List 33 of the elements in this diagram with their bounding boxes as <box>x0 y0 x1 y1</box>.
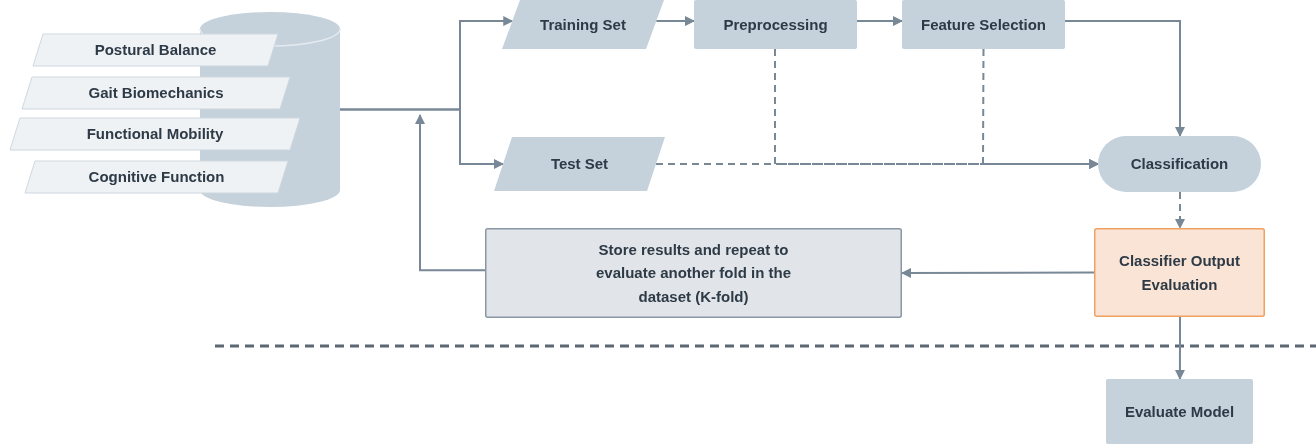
arrow <box>1174 316 1185 380</box>
data-parallelogram <box>10 118 300 150</box>
arrow <box>856 16 903 27</box>
process-box <box>1106 379 1253 444</box>
data-parallelogram <box>25 161 288 193</box>
node-label: Store results and repeat to evaluate another fold in the dataset (K-fold) <box>595 240 792 307</box>
arrow <box>415 114 486 272</box>
node-label: Training Set <box>540 14 626 35</box>
process-box <box>694 0 857 49</box>
arrow <box>1064 20 1185 137</box>
process-box <box>1094 228 1265 317</box>
node-label: Classification <box>1130 154 1229 175</box>
arrow <box>982 48 1099 169</box>
node-label: Preprocessing <box>723 14 828 35</box>
process-box <box>902 0 1065 49</box>
arrow <box>901 268 1095 278</box>
arrow <box>655 16 695 27</box>
node-label: Functional Mobility <box>86 124 224 145</box>
arrow <box>339 108 504 169</box>
process-box <box>485 228 902 318</box>
data-parallelogram <box>33 34 278 66</box>
node-label: Test Set <box>550 154 609 175</box>
node-label: Classifier Output Evaluation <box>1118 251 1241 295</box>
node-label: Evaluate Model <box>1124 401 1235 422</box>
node-label: Cognitive Function <box>88 167 225 188</box>
arrow <box>1175 191 1185 229</box>
terminal-pill <box>1098 136 1261 192</box>
data-parallelogram <box>22 77 290 109</box>
data-parallelogram <box>494 137 665 191</box>
node-label: Feature Selection <box>920 14 1046 35</box>
node-label: Postural Balance <box>94 40 217 61</box>
node-label: Gait Biomechanics <box>88 83 224 104</box>
data-parallelogram <box>502 0 664 49</box>
